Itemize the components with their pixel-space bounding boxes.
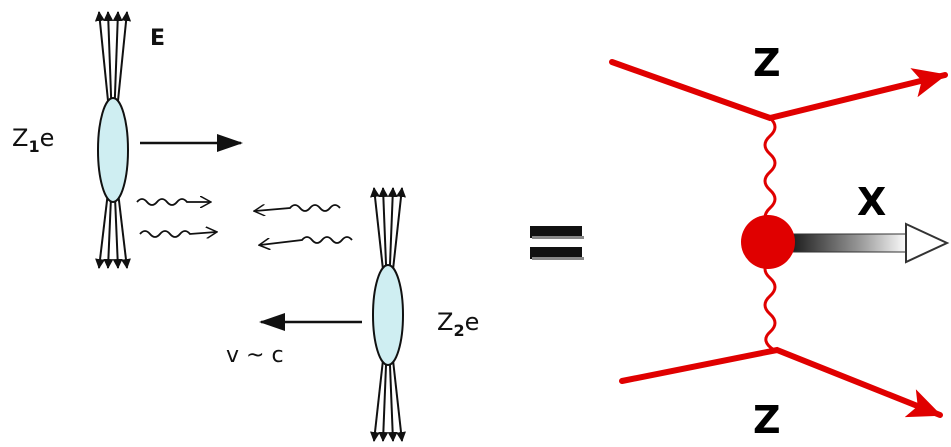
nucleus-1: E Z1e: [12, 11, 243, 269]
photons: [136, 199, 353, 245]
photon-left-1: [255, 204, 341, 211]
nucleus-1-ellipse: [97, 97, 129, 203]
product-arrow-head: [905, 222, 950, 264]
photon-right-1: [136, 199, 210, 205]
nucleus-2-ellipse: [372, 264, 404, 366]
nucleus-2: Z2e v ~ c: [226, 187, 479, 442]
photon-left-2: [260, 236, 353, 245]
photon-right-2: [139, 231, 216, 237]
equals-sign: =: [530, 226, 584, 260]
photon-propagator-top: [763, 116, 777, 230]
product-arrow-shaft: [789, 233, 909, 253]
feynman-diagram: Z Z X: [609, 41, 950, 442]
top-z-label: Z: [753, 41, 781, 85]
bottom-z-label: Z: [753, 398, 781, 442]
product-x-label: X: [857, 180, 886, 224]
nucleus-2-label: Z2e: [437, 308, 479, 340]
nucleus-1-label: Z1e: [12, 124, 54, 156]
interaction-vertex: [741, 215, 795, 269]
bottom-fermion-line: [619, 346, 943, 418]
field-label: E: [150, 26, 165, 51]
velocity-label: v ~ c: [226, 343, 284, 368]
